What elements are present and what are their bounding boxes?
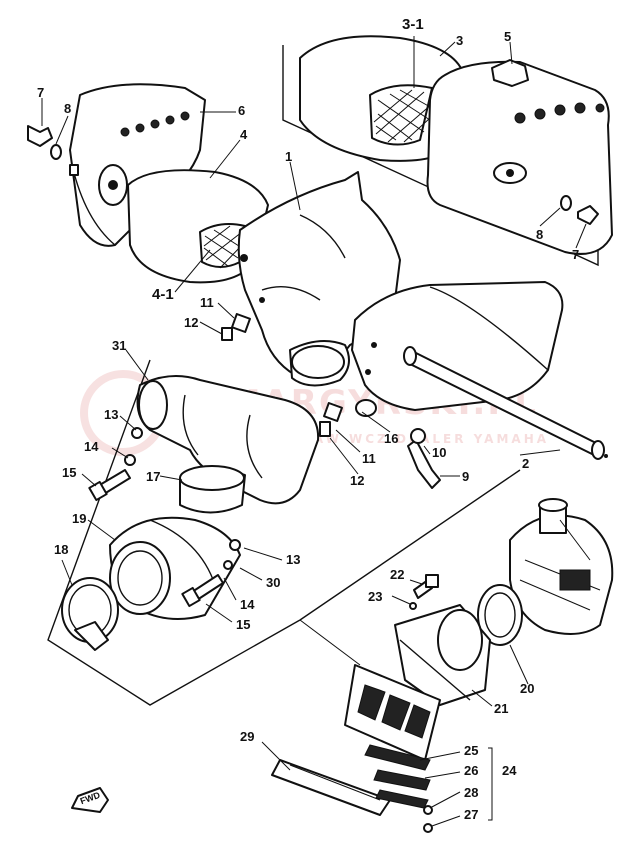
callout-25: 25 xyxy=(464,743,479,758)
callout-27: 27 xyxy=(464,807,479,822)
frame-lower xyxy=(299,469,521,621)
callout-31: 31 xyxy=(112,338,127,353)
drain-tube xyxy=(403,346,608,460)
callout-11-top: 11 xyxy=(200,295,214,310)
frame-left xyxy=(47,359,301,706)
callout-17: 17 xyxy=(146,469,161,484)
reed-valve-assembly xyxy=(271,664,441,833)
callout-22: 22 xyxy=(390,567,405,582)
air-cleaner-case xyxy=(237,171,564,411)
callout-15-left: 15 xyxy=(62,465,77,480)
joint-and-clamps xyxy=(61,465,246,651)
callout-29: 29 xyxy=(240,729,255,744)
callout-8-left: 8 xyxy=(64,101,72,116)
callout-7-left: 7 xyxy=(37,85,45,100)
front-direction-tag-shape xyxy=(71,787,109,813)
callout-12-top: 12 xyxy=(184,315,199,330)
callout-26: 26 xyxy=(464,763,479,778)
air-filter-element-left xyxy=(127,169,269,284)
callout-9: 9 xyxy=(462,469,470,484)
callout-11-mid: 11 xyxy=(362,451,376,466)
callout-28: 28 xyxy=(464,785,479,800)
callout-21: 21 xyxy=(494,701,509,716)
callout-3: 3 xyxy=(456,33,464,48)
callout-19: 19 xyxy=(72,511,87,526)
callout-30: 30 xyxy=(266,575,281,590)
callout-18: 18 xyxy=(54,542,69,557)
callout-23: 23 xyxy=(368,589,383,604)
fasteners xyxy=(27,125,599,610)
callout-13-left: 13 xyxy=(104,407,119,422)
carburetor xyxy=(509,498,614,635)
callout-2: 2 xyxy=(522,456,530,471)
callout-4: 4 xyxy=(240,127,248,142)
callout-10: 10 xyxy=(432,445,447,460)
callout-12-mid: 12 xyxy=(350,473,365,488)
carb-joint xyxy=(394,584,523,706)
callout-7-right: 7 xyxy=(572,247,580,262)
callout-6: 6 xyxy=(238,103,246,118)
callout-16: 16 xyxy=(384,431,399,446)
callout-14-left: 14 xyxy=(84,439,99,454)
callout-8-right: 8 xyxy=(536,227,544,242)
callout-5: 5 xyxy=(504,29,512,44)
callout-15-right: 15 xyxy=(236,617,251,632)
leader-lines xyxy=(41,36,587,827)
callout-14-right: 14 xyxy=(240,597,255,612)
intake-duct xyxy=(136,340,350,505)
callout-13-right: 13 xyxy=(286,552,301,567)
air-cleaner-cover-right xyxy=(426,59,613,255)
callout-24: 24 xyxy=(502,763,517,778)
callout-1: 1 xyxy=(285,149,293,164)
callout-20: 20 xyxy=(520,681,535,696)
callout-3-1: 3-1 xyxy=(402,16,424,33)
callout-4-1: 4-1 xyxy=(152,286,174,303)
